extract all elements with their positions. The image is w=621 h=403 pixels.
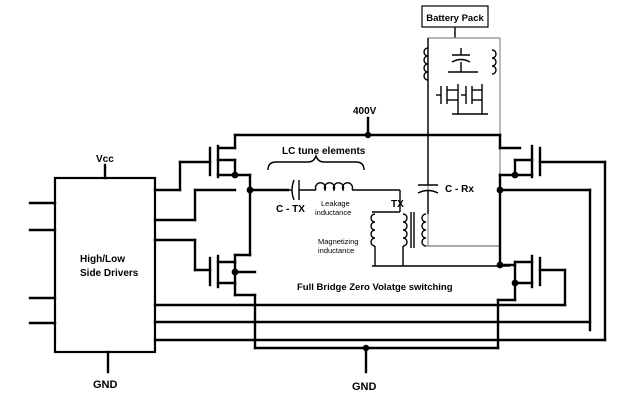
lc-tune-label: LC tune elements xyxy=(282,146,366,157)
magnetizing-label-line2: inductance xyxy=(318,246,354,255)
tx-secondary-coil-icon xyxy=(421,213,427,247)
tx-primary-coil-icon xyxy=(402,213,408,247)
driver-label-line2: Side Drivers xyxy=(80,268,139,279)
magnetizing-inductor-icon xyxy=(370,213,376,247)
leakage-inductor-icon xyxy=(314,182,354,192)
capacitor-tx-icon xyxy=(288,179,316,201)
control-wiring: GND xyxy=(153,303,607,393)
dc-bus: 400V xyxy=(233,106,502,139)
mosfet-right-low-icon xyxy=(513,254,542,289)
tx-label: TX xyxy=(391,199,404,210)
driver-box xyxy=(53,176,157,354)
driver-block: High/Low Side Drivers Vcc GND xyxy=(28,154,157,391)
leakage-label-line1: Leakage xyxy=(321,199,350,208)
battery-mosfets-icon xyxy=(436,84,488,115)
c-tx-label: C - TX xyxy=(276,204,305,215)
mosfet-left-low-icon xyxy=(208,254,237,289)
resonant-tank: LC tune elements C - TX Leakage inductan… xyxy=(267,38,510,267)
mosfet-right-high-icon xyxy=(513,144,542,179)
battery-pack-circuit: Battery Pack xyxy=(421,5,501,247)
gnd-left-label: GND xyxy=(93,379,118,391)
capacitor-rx-icon xyxy=(417,38,439,214)
driver-label-line1: High/Low xyxy=(80,254,125,265)
magnetizing-label-line1: Magnetizing xyxy=(318,237,358,246)
mosfet-left-high-icon xyxy=(208,144,237,179)
zvs-label: Full Bridge Zero Volatge switching xyxy=(297,282,453,293)
rx-coil-right-icon xyxy=(491,49,497,75)
right-half-bridge xyxy=(496,133,607,350)
battery-pack-label: Battery Pack xyxy=(426,13,484,24)
leakage-label-line2: inductance xyxy=(315,208,351,217)
gnd-center-label: GND xyxy=(352,381,377,393)
vcc-label: Vcc xyxy=(96,154,114,165)
v400-label: 400V xyxy=(353,106,377,117)
c-rx-label: C - Rx xyxy=(445,184,474,195)
